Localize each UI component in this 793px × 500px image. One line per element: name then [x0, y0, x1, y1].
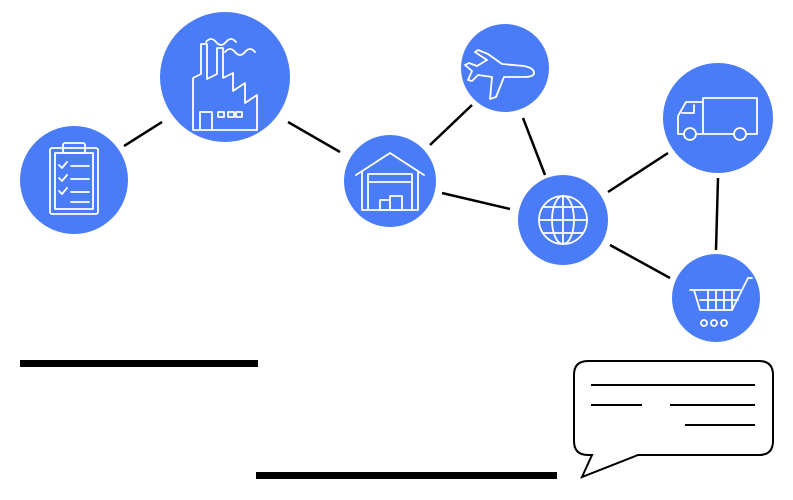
edge-globe-cart: [609, 243, 671, 280]
clipboard-checklist-icon: [49, 142, 99, 215]
shopping-cart-icon: [689, 277, 753, 327]
delivery-truck-icon: [677, 97, 758, 141]
edge-clipboard-factory: [123, 120, 163, 148]
node-plane: [461, 24, 549, 112]
node-truck: [663, 63, 773, 173]
edge-truck-cart: [714, 177, 720, 251]
node-warehouse: [344, 135, 436, 227]
node-clipboard: [20, 126, 128, 234]
warehouse-icon: [355, 152, 425, 211]
speech-bubble-icon: [573, 360, 774, 479]
connector-lines: [123, 104, 720, 280]
edge-plane-globe: [521, 117, 547, 176]
edge-factory-warehouse: [287, 120, 341, 154]
globe-icon: [538, 195, 588, 245]
factory-icon: [192, 38, 258, 131]
decorative-bar-left: [20, 360, 258, 367]
decorative-bar-bottom: [256, 472, 557, 479]
airplane-icon: [464, 49, 535, 100]
edge-globe-truck: [607, 151, 669, 194]
edge-warehouse-plane: [429, 104, 473, 146]
edge-warehouse-globe: [441, 191, 511, 211]
